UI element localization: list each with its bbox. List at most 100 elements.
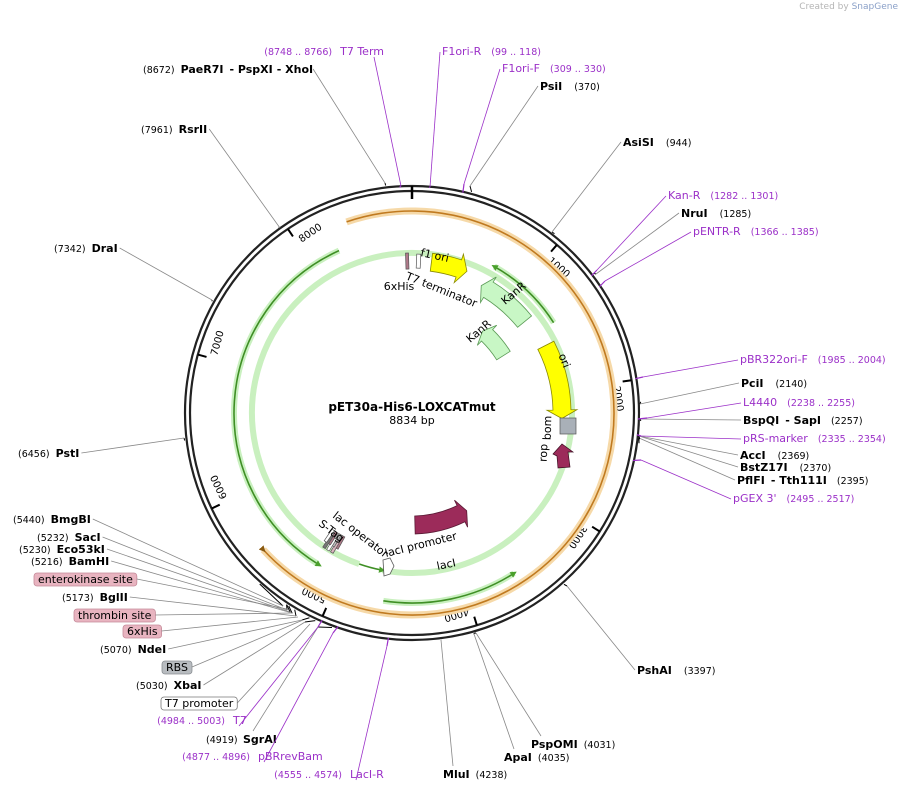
- orf-green-small-arc: [358, 563, 386, 573]
- orf-green-right-arc: [491, 264, 555, 324]
- boxed-feature-label: RBS: [166, 661, 188, 674]
- enzyme-name: PciI: [741, 377, 763, 390]
- enzyme-position: (5216): [31, 557, 63, 568]
- enzyme-leader-14: [475, 632, 542, 737]
- boxed-feature-2: 6xHis: [122, 616, 299, 639]
- primer-leader-1: [429, 51, 441, 188]
- credit-brand: SnapGene: [851, 2, 898, 12]
- feature-ori: [537, 340, 579, 419]
- enzyme-alias-0: - SapI: [785, 414, 821, 427]
- primer-arrow-7: [636, 434, 642, 437]
- enzyme-leader-22: [551, 141, 622, 233]
- primer-name: T7: [232, 714, 247, 727]
- enzyme-site-bspqi: (2257) BspQI - SapI: [639, 414, 863, 427]
- boxed-feature-label: 6xHis: [127, 625, 158, 638]
- enzyme-position: (4238): [476, 770, 508, 781]
- enzyme-site-bmgbi: (5440) BmgBI: [13, 513, 284, 607]
- enzyme-position: (5232): [37, 533, 69, 544]
- feature-laci-promoter: [382, 557, 395, 577]
- enzyme-name: PaeR7I: [181, 63, 224, 76]
- orf-orange-arc: [258, 210, 615, 616]
- tick-label-7000: 7000: [209, 329, 226, 356]
- enzyme-site-bglii: (5173)BglII: [62, 591, 297, 617]
- enzyme-leader-2: [119, 247, 213, 301]
- enzyme-site-acci: (2369)AccI: [638, 435, 809, 462]
- enzyme-tick-15: [563, 583, 568, 587]
- enzyme-alias-1: - XhoI: [277, 63, 313, 76]
- enzyme-site-psii: (370)PsiI: [469, 80, 600, 193]
- enzyme-leader-5: [102, 536, 288, 611]
- enzyme-position: (5440): [13, 515, 45, 526]
- enzyme-position: (4031): [584, 740, 616, 751]
- enzyme-position: (5070): [100, 645, 132, 656]
- primer-arrow-11: [386, 637, 390, 647]
- enzyme-tick-6: [286, 604, 291, 613]
- enzyme-position: (2370): [800, 463, 832, 474]
- primer-leader-9: [238, 626, 319, 727]
- primer-name: pBR322ori-F: [740, 353, 808, 366]
- boxed-feature-leader: [136, 578, 288, 610]
- primer-leader-6: [646, 402, 742, 419]
- enzyme-site-eco53ki: (5230)Eco53kI: [19, 543, 291, 613]
- primer-site-6: L4440(2238 .. 2255): [637, 396, 855, 420]
- feature-label-laci: lacI: [436, 556, 457, 573]
- enzyme-site-ndei: (5070) NdeI: [100, 617, 310, 656]
- enzyme-tick-18: [638, 435, 641, 440]
- primer-name: pBRrevBam: [258, 750, 323, 763]
- feature-kanr-2: [476, 324, 511, 361]
- enzyme-site-pcii: (2140) PciI: [639, 377, 807, 405]
- enzyme-position: (5173): [62, 593, 94, 604]
- tick-3000: [591, 525, 601, 533]
- snapgene-credit: Created by SnapGene: [799, 2, 898, 12]
- orf-green-inner-arc: [233, 249, 340, 565]
- primer-name: T7 Term: [339, 45, 384, 58]
- enzyme-name: BmgBI: [51, 513, 91, 526]
- enzyme-leader-8: [129, 596, 297, 617]
- boxed-feature-leader: [191, 619, 304, 668]
- enzyme-position: (3397): [684, 666, 716, 677]
- primer-leader-7: [640, 435, 742, 440]
- boxed-feature-box: [73, 608, 156, 623]
- plasmid-size: 8834 bp: [389, 414, 434, 427]
- enzyme-tick-22: [551, 231, 555, 235]
- feature-label-rop: rop: [537, 444, 551, 462]
- primer-leader-3: [596, 195, 667, 271]
- enzyme-site-paer7i: (8672)PaeR7I - PspXI - XhoI: [143, 63, 387, 186]
- enzyme-position: (5230): [19, 545, 51, 556]
- enzyme-tick-3: [183, 437, 186, 441]
- enzyme-leader-1: [208, 128, 281, 229]
- primer-site-8: pGEX 3'(2495 .. 2517): [632, 459, 854, 505]
- enzyme-tick-23: [469, 185, 473, 193]
- primer-leader-2: [463, 68, 501, 185]
- enzyme-position: (2395): [837, 476, 869, 487]
- enzyme-position: (2140): [775, 379, 807, 390]
- enzyme-position: (6456): [18, 449, 50, 460]
- primer-site-0: T7 Term(8748 .. 8766): [264, 45, 402, 188]
- enzyme-leader-17: [638, 435, 739, 468]
- enzyme-site-bstz17i: (2370)BstZ17I: [638, 435, 832, 474]
- primer-range: (1366 .. 1385): [751, 227, 819, 238]
- tick-6000: [211, 503, 221, 510]
- boxed-feature-1: thrombin site: [73, 608, 294, 623]
- enzyme-name: NdeI: [138, 643, 167, 656]
- enzyme-name: PstI: [56, 447, 80, 460]
- enzyme-name: DraI: [92, 242, 118, 255]
- primer-site-7: pRS-marker (2335 .. 2354): [636, 432, 886, 445]
- enzyme-name: PshAI: [637, 664, 672, 677]
- enzyme-name: XbaI: [174, 679, 202, 692]
- boxed-feature-leader: [161, 616, 299, 632]
- feature-label-bom: bom: [541, 415, 555, 440]
- primer-arrow-6: [637, 417, 648, 420]
- primer-range: (2335 .. 2354): [818, 434, 886, 445]
- primer-arrow-5: [635, 376, 644, 380]
- enzyme-position: (2257): [831, 416, 863, 427]
- primer-arrow-10: [332, 626, 339, 634]
- tick-4000: [473, 616, 478, 626]
- enzyme-alias-0: - Tth111I: [771, 474, 827, 487]
- primer-name: pRS-marker: [743, 432, 808, 445]
- enzyme-name: SacI: [75, 531, 101, 544]
- credit-prefix: Created by: [799, 2, 849, 12]
- enzyme-name: BspQI: [743, 414, 779, 427]
- primer-range: (2238 .. 2255): [787, 398, 855, 409]
- enzyme-name: PspOMI: [531, 738, 578, 751]
